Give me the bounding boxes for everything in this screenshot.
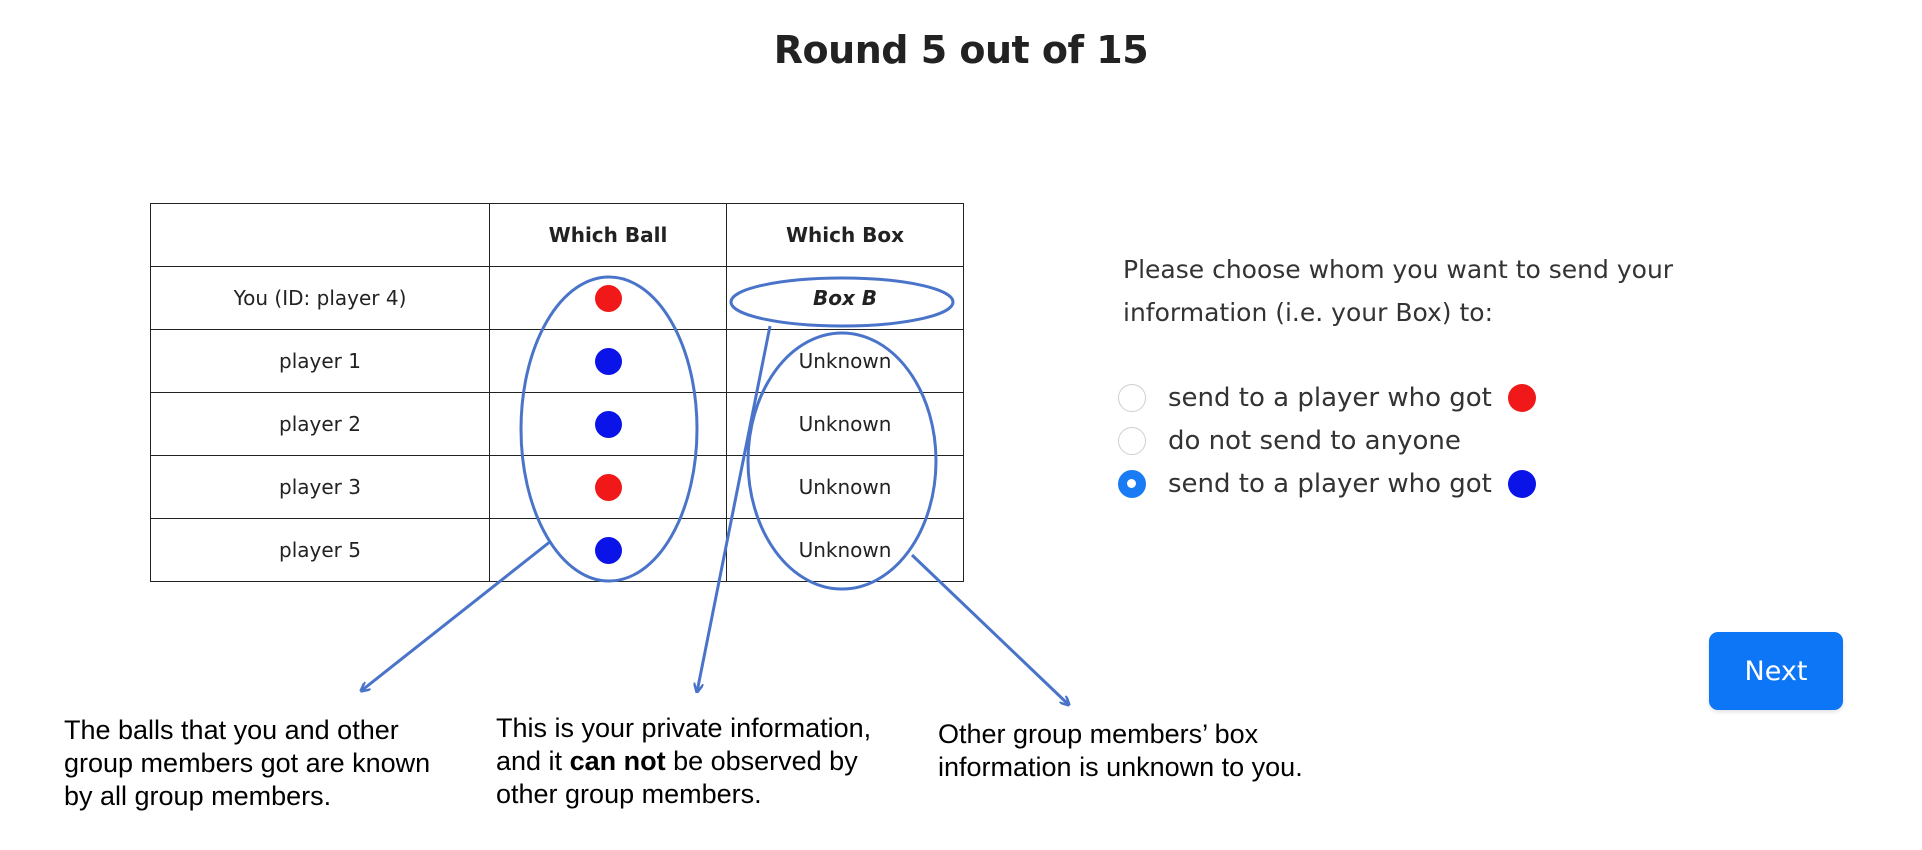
send-question: Please choose whom you want to send your… xyxy=(1123,248,1743,334)
table-row: You (ID: player 4) Box B xyxy=(150,266,964,330)
box-cell: Unknown xyxy=(726,329,964,393)
radio-button[interactable] xyxy=(1118,426,1146,455)
player-name: You (ID: player 4) xyxy=(150,266,490,330)
ball-cell xyxy=(489,329,727,393)
box-value: Box B xyxy=(812,286,878,310)
question-line-2: information (i.e. your Box) to: xyxy=(1123,298,1494,327)
header-which-ball: Which Ball xyxy=(489,203,727,267)
box-cell: Unknown xyxy=(726,392,964,456)
radio-button[interactable] xyxy=(1118,383,1146,412)
box-cell: Unknown xyxy=(726,518,964,582)
table-row: player 5 Unknown xyxy=(150,518,964,582)
send-options: send to a player who got do not send to … xyxy=(1118,376,1536,505)
header-which-box: Which Box xyxy=(726,203,964,267)
blue-ball-icon xyxy=(594,347,622,375)
annotation-line: group members got are known xyxy=(64,748,431,778)
box-cell: Box B xyxy=(726,266,964,330)
ball-cell xyxy=(489,518,727,582)
red-ball-icon xyxy=(594,284,622,312)
blue-ball-icon xyxy=(594,410,622,438)
annotation-line: Other group members’ box xyxy=(938,719,1259,749)
player-name: player 5 xyxy=(150,518,490,582)
annotation-line: by all group members. xyxy=(64,781,332,811)
red-ball-icon xyxy=(1507,383,1536,412)
annotation-line: and it can not be observed by xyxy=(496,745,871,778)
option-label: do not send to anyone xyxy=(1168,425,1461,456)
players-table: Which Ball Which Box You (ID: player 4) … xyxy=(150,203,964,582)
player-name: player 2 xyxy=(150,392,490,456)
player-name: player 3 xyxy=(150,455,490,519)
option-send-none[interactable]: do not send to anyone xyxy=(1118,419,1536,462)
annotation-text: be observed by xyxy=(665,746,858,776)
blue-ball-icon xyxy=(594,536,622,564)
annotation-line: This is your private information, xyxy=(496,713,872,743)
option-send-red[interactable]: send to a player who got xyxy=(1118,376,1536,419)
table-row: player 3 Unknown xyxy=(150,455,964,519)
option-send-blue[interactable]: send to a player who got xyxy=(1118,462,1536,505)
player-name: player 1 xyxy=(150,329,490,393)
question-line-1: Please choose whom you want to send your xyxy=(1123,255,1674,284)
box-cell: Unknown xyxy=(726,455,964,519)
blue-ball-icon xyxy=(1507,469,1536,498)
option-label: send to a player who got xyxy=(1168,468,1492,499)
annotation-private: This is your private information, and it… xyxy=(496,712,871,811)
table-header-row: Which Ball Which Box xyxy=(150,203,964,267)
page-title: Round 5 out of 15 xyxy=(773,28,1149,72)
next-button[interactable]: Next xyxy=(1709,632,1843,710)
annotation-emphasis: can not xyxy=(569,746,666,776)
radio-button-selected[interactable] xyxy=(1118,469,1146,498)
red-ball-icon xyxy=(594,473,622,501)
table-row: player 2 Unknown xyxy=(150,392,964,456)
option-label: send to a player who got xyxy=(1168,382,1492,413)
annotation-line: The balls that you and other xyxy=(64,715,399,745)
annotation-line: other group members. xyxy=(496,779,762,809)
annotation-text: and it xyxy=(496,746,570,776)
annotation-box: Other group members’ box information is … xyxy=(938,718,1303,784)
header-empty xyxy=(150,203,490,267)
ball-cell xyxy=(489,392,727,456)
table-row: player 1 Unknown xyxy=(150,329,964,393)
ball-cell xyxy=(489,455,727,519)
ball-cell xyxy=(489,266,727,330)
annotation-line: information is unknown to you. xyxy=(938,752,1303,782)
annotation-balls: The balls that you and other group membe… xyxy=(64,714,430,813)
